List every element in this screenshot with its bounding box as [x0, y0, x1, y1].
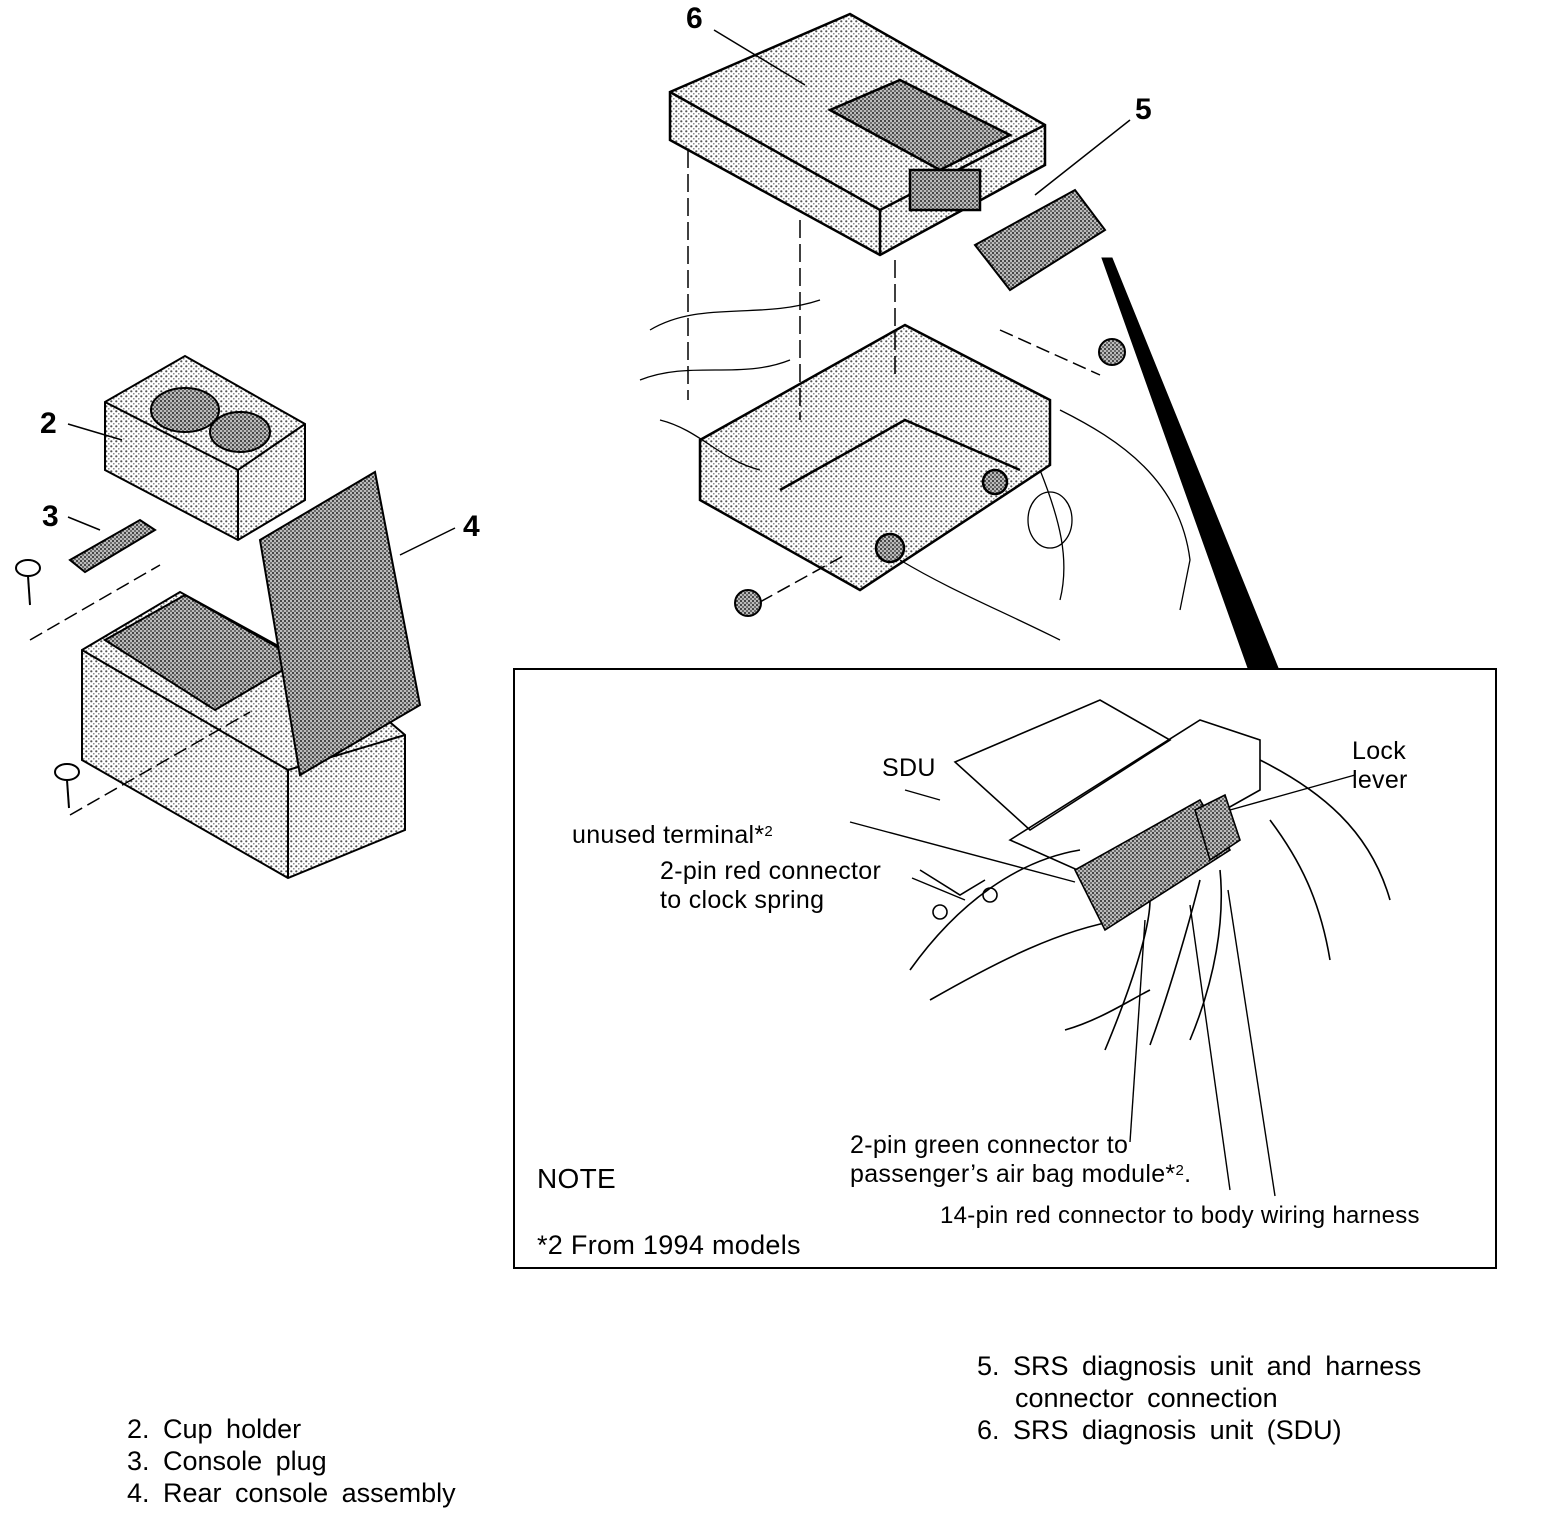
- red-14pin-label: 14-pin red connector to body wiring harn…: [940, 1202, 1420, 1229]
- inset-connectors: [1073, 793, 1241, 932]
- console-plug: [68, 518, 157, 574]
- left-leader-lines: [29, 423, 456, 816]
- sdu-unit: [668, 12, 1047, 257]
- red-2pin-label-line2: to clock spring: [660, 886, 825, 914]
- callout-3: 3: [42, 500, 59, 533]
- harness-connector: [973, 188, 1107, 292]
- sdu-label: SDU: [882, 754, 936, 782]
- sdu-bolt-left: [734, 589, 762, 617]
- unused-terminal-label: unused terminal*2: [572, 821, 774, 849]
- legend-item-4: 4. Rear console assembly: [127, 1478, 456, 1508]
- legend-item-6: 6. SRS diagnosis unit (SDU): [977, 1415, 1342, 1445]
- legend-item-2: 2. Cup holder: [127, 1414, 302, 1444]
- callout-2: 2: [40, 407, 57, 440]
- note-text: *2 From 1994 models: [537, 1230, 801, 1260]
- inset-leader-lines: [849, 774, 1356, 1197]
- top-leader-lines: [687, 29, 1131, 603]
- sdu-bolt-right: [1098, 338, 1126, 366]
- legend-item-5-line1: 5. SRS diagnosis unit and harness: [977, 1351, 1422, 1381]
- note-title: NOTE: [537, 1163, 616, 1194]
- green-2pin-label-line1: 2-pin green connector to: [850, 1131, 1129, 1159]
- rear-console-assembly: [81, 470, 422, 880]
- inset-detail-frame: [513, 668, 1497, 1269]
- lock-lever-label-line1: Lock: [1352, 737, 1407, 765]
- legend-item-5-line2: connector connection: [1015, 1383, 1278, 1413]
- cup-holder: [104, 354, 306, 542]
- callout-4: 4: [463, 510, 480, 543]
- inset-pointer: [1101, 257, 1279, 669]
- floor-outline: [639, 299, 1191, 641]
- red-2pin-label-line1: 2-pin red connector: [660, 857, 882, 885]
- callout-6: 6: [686, 2, 703, 35]
- green-2pin-label-line2: passenger’s air bag module*2.: [850, 1160, 1192, 1188]
- legend-item-3: 3. Console plug: [127, 1446, 327, 1476]
- mounting-bracket: [698, 323, 1052, 592]
- lock-lever-label-line2: lever: [1352, 766, 1408, 794]
- screw-upper: [15, 559, 41, 606]
- callout-5: 5: [1135, 93, 1152, 126]
- screw-lower: [54, 763, 80, 809]
